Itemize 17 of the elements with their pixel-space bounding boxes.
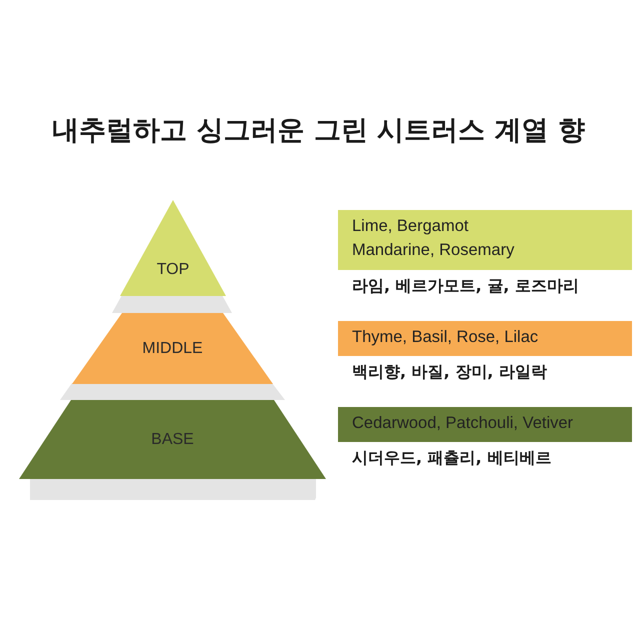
note-list: Lime, Bergamot — [352, 214, 618, 238]
top-tier-triangle — [120, 200, 226, 296]
title: 내추럴하고 싱그러운 그린 시트러스 계열 향 — [51, 114, 586, 148]
korean-note-list: 백리향, 바질, 장미, 라일락 — [352, 362, 547, 383]
note-list: Mandarine, Rosemary — [352, 238, 618, 262]
tier-label: BASE — [151, 430, 194, 448]
middle-tier-trapezoid — [72, 313, 273, 384]
note-list: Cedarwood, Patchouli, Vetiver — [352, 411, 618, 435]
base-tier-trapezoid — [19, 400, 326, 479]
tier-label: MIDDLE — [142, 340, 203, 358]
korean-note-list: 라임, 베르가모트, 귤, 로즈마리 — [352, 276, 579, 297]
korean-note-list: 시더우드, 패츌리, 베티베르 — [352, 448, 552, 469]
tier-label: TOP — [156, 261, 190, 279]
note-band — [338, 210, 632, 270]
note-list: Thyme, Basil, Rose, Lilac — [352, 325, 618, 349]
note-band — [338, 407, 632, 442]
note-band — [338, 321, 632, 356]
